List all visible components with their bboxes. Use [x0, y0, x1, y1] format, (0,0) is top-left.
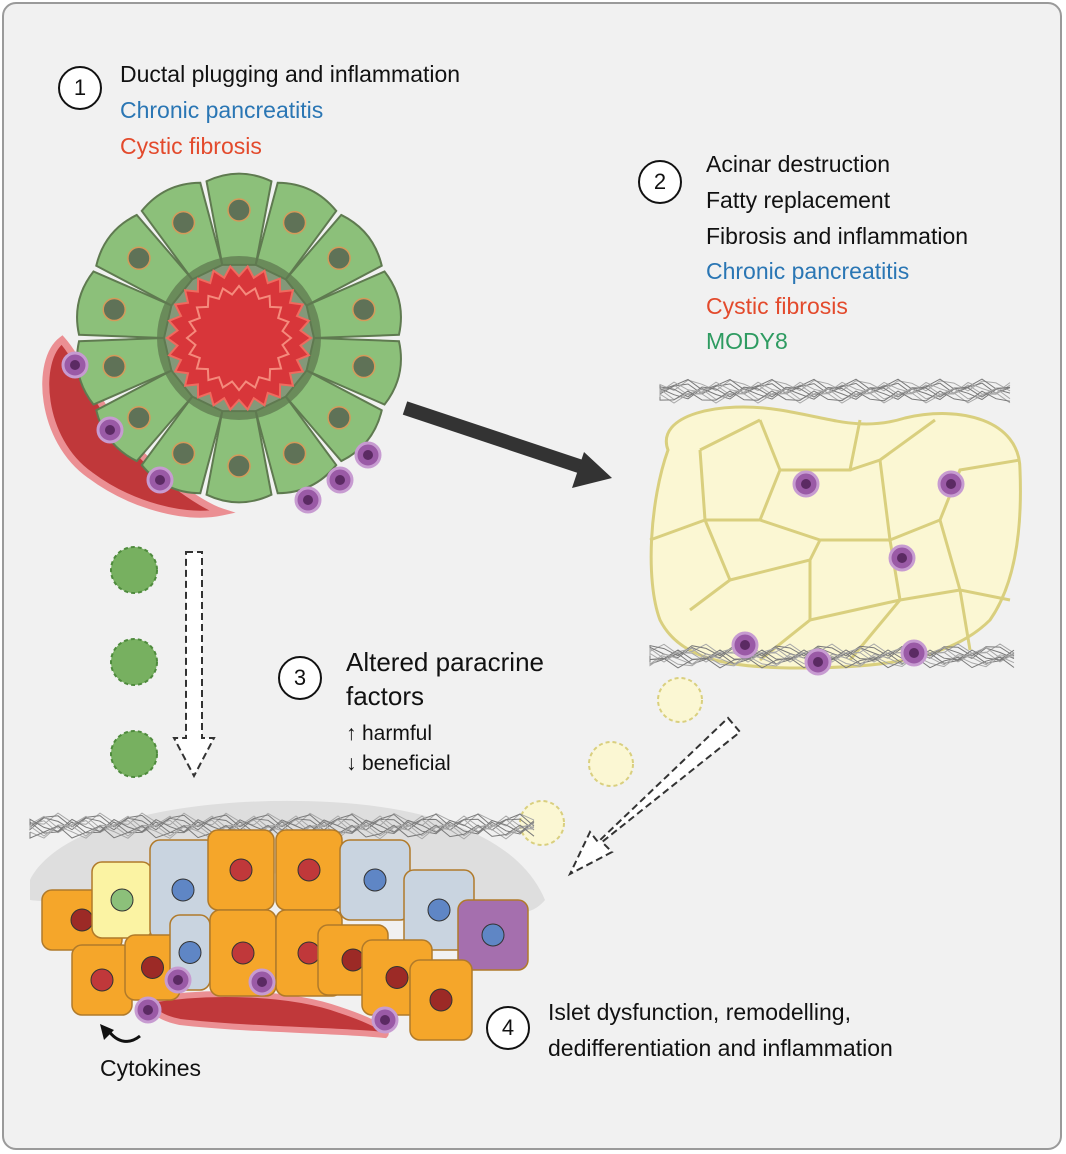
islet-nucleus — [427, 898, 451, 922]
acinar-nucleus — [171, 210, 196, 235]
islet-diagram — [29, 800, 545, 1043]
fibrosis-fibers-top — [659, 378, 1011, 404]
islet-nucleus — [385, 966, 409, 989]
acinar-nucleus — [227, 198, 251, 222]
fatty-tissue-outline — [649, 405, 1022, 670]
islet-nucleus — [297, 858, 321, 882]
cytokine-arrow-icon — [106, 1029, 141, 1043]
progression-arrow — [402, 401, 612, 488]
acinar-nucleus — [352, 354, 376, 379]
acinar-nucleus — [171, 441, 196, 466]
acinar-nucleus — [127, 406, 151, 430]
immune-cells-1 — [61, 351, 382, 514]
step-1-line-2: Chronic pancreatitis — [120, 97, 324, 123]
step-3-up-arrow-icon: ↑ — [346, 722, 357, 745]
step-4-line-2: dedifferentiation and inflammation — [548, 1035, 893, 1061]
step-2-line-5: Cystic fibrosis — [706, 293, 848, 319]
islet-nucleus — [171, 878, 195, 902]
acinar-nucleus — [327, 406, 351, 430]
islet-nucleus — [231, 941, 255, 965]
step-3-harmful-label: harmful — [362, 722, 433, 745]
immune-cells-2 — [731, 470, 965, 676]
islet-nucleus — [70, 908, 94, 932]
islet-nucleus — [429, 988, 453, 1012]
islet-nucleus — [110, 888, 134, 912]
step-3-down-arrow-icon: ↓ — [346, 752, 357, 775]
islet-nucleus — [297, 941, 321, 965]
duct-lumen-plug-inner — [185, 284, 293, 392]
step-4-line-1: Islet dysfunction, remodelling, — [548, 999, 851, 1025]
acinar-nucleus — [282, 210, 307, 235]
dashed-arrow-down — [172, 551, 216, 779]
cytokines-label: Cytokines — [100, 1055, 201, 1081]
islet-nucleus — [229, 858, 253, 882]
paracrine-factors-yellow — [519, 677, 703, 846]
acinar-nucleus — [227, 454, 251, 478]
acinar-nucleus — [282, 441, 307, 466]
step-3-badge: 3 — [278, 656, 322, 700]
acinar-nucleus — [327, 246, 351, 270]
islet-nucleus — [341, 948, 365, 972]
islet-fibrosis-fibers — [29, 812, 535, 840]
islet-cells — [41, 829, 529, 1041]
step-1-badge: 1 — [58, 66, 102, 110]
step-2-line-6: MODY8 — [706, 328, 788, 354]
step-2-badge: 2 — [638, 160, 682, 204]
fat-cell-boundaries — [649, 418, 1021, 662]
dashed-arrow-diagonal — [567, 716, 742, 877]
fatty-tissue-diagram — [649, 378, 1022, 676]
acinar-nucleus — [102, 354, 126, 379]
blood-vessel-2 — [146, 991, 389, 1039]
acinar-nucleus — [352, 297, 376, 322]
step-3-beneficial-label: beneficial — [362, 752, 451, 775]
step-2-line-2: Fatty replacement — [706, 187, 891, 213]
step-1-line-3: Cystic fibrosis — [120, 133, 262, 159]
step-1-line-1: Ductal plugging and inflammation — [120, 61, 461, 87]
step-2-line-4: Chronic pancreatitis — [706, 258, 910, 284]
step-4-badge: 4 — [486, 1006, 530, 1050]
islet-nucleus — [481, 923, 505, 947]
islet-nucleus — [363, 868, 387, 892]
acinus-diagram — [42, 172, 402, 518]
step-2-line-3: Fibrosis and inflammation — [706, 223, 969, 249]
step-2-line-1: Acinar destruction — [706, 151, 891, 177]
duct-lumen-plug — [165, 264, 313, 412]
step-3-title-line-1: Altered paracrine — [346, 647, 544, 677]
islet-nucleus — [178, 941, 202, 964]
step-3-title-line-2: factors — [346, 681, 425, 711]
paracrine-factors-green — [110, 546, 158, 778]
acinar-nucleus — [127, 246, 151, 270]
fibrosis-fibers-bottom — [649, 643, 1015, 669]
islet-nucleus — [141, 956, 164, 979]
islet-nucleus — [90, 968, 114, 992]
immune-cells-3 — [134, 966, 399, 1034]
acinar-nucleus — [102, 297, 126, 322]
